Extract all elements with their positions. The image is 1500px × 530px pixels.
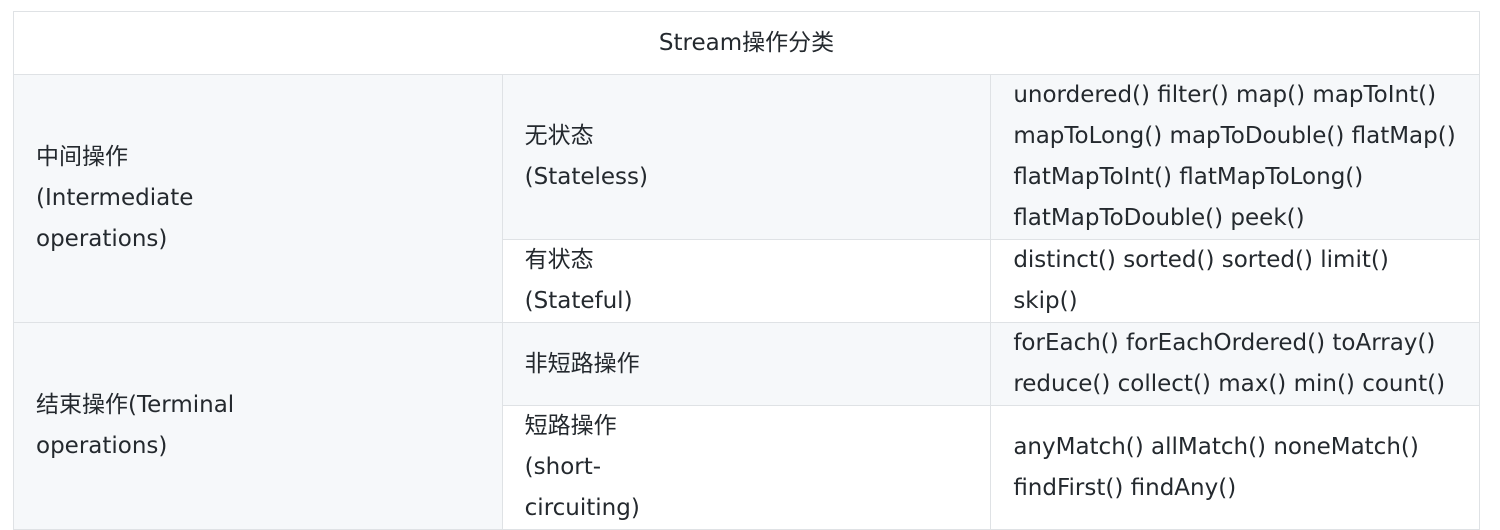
subcategory-stateless-line2: (Stateless) xyxy=(524,164,648,190)
stream-operations-table: Stream操作分类 中间操作 (Intermediate operations… xyxy=(13,11,1480,530)
ops-non-short-circuit: forEach() forEachOrdered() toArray() red… xyxy=(990,322,1480,406)
subcategory-stateless-line1: 无状态 xyxy=(524,123,594,149)
ops-stateful: distinct() sorted() sorted() limit() ski… xyxy=(990,239,1480,323)
ops-stateless-line1: unordered() filter() map() mapToInt() ma… xyxy=(1013,82,1456,149)
table-row-stateless: 中间操作 (Intermediate operations) 无状态 (Stat… xyxy=(13,74,1480,323)
category-intermediate-line3: operations) xyxy=(36,226,168,252)
ops-stateless-line2: flatMapToInt() flatMapToLong() flatMapTo… xyxy=(1013,164,1364,231)
ops-stateless: unordered() filter() map() mapToInt() ma… xyxy=(990,74,1480,240)
subcategory-short-circuit-line3: circuiting) xyxy=(524,495,640,521)
category-intermediate-line1: 中间操作 xyxy=(36,144,128,170)
category-terminal-line2: operations) xyxy=(36,433,168,459)
subcategory-short-circuit: 短路操作 (short- circuiting) xyxy=(501,405,992,530)
subcategory-stateful-line2: (Stateful) xyxy=(524,288,633,314)
subcategory-stateless: 无状态 (Stateless) xyxy=(501,74,992,240)
subcategory-stateful: 有状态 (Stateful) xyxy=(501,239,992,323)
category-intermediate-line2: (Intermediate xyxy=(36,185,194,211)
category-terminal: 结束操作(Terminal operations) xyxy=(13,322,503,530)
subcategory-short-circuit-line2: (short- xyxy=(524,454,602,480)
subcategory-stateful-line1: 有状态 xyxy=(524,247,594,273)
table-title: Stream操作分类 xyxy=(13,11,1480,75)
ops-short-circuit: anyMatch() allMatch() noneMatch() findFi… xyxy=(990,405,1480,530)
table-title-row: Stream操作分类 xyxy=(13,11,1480,75)
category-terminal-line1: 结束操作(Terminal xyxy=(36,392,235,418)
subcategory-non-short-circuit: 非短路操作 xyxy=(501,322,992,406)
subcategory-short-circuit-line1: 短路操作 xyxy=(524,413,617,439)
table-row-non-short-circuit: 结束操作(Terminal operations) 非短路操作 forEach(… xyxy=(13,322,1480,530)
category-intermediate: 中间操作 (Intermediate operations) xyxy=(13,74,503,323)
